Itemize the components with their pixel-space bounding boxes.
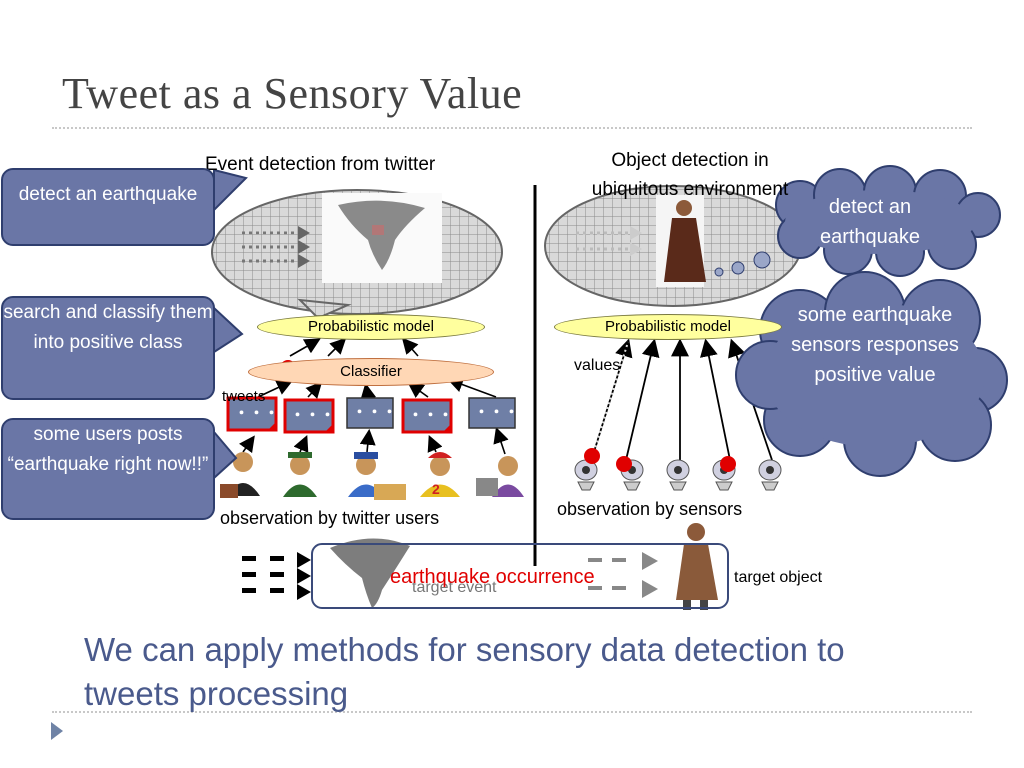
left-probabilistic-model: Probabilistic model xyxy=(257,314,485,340)
slide-title: Tweet as a Sensory Value xyxy=(62,69,523,118)
left-observation-label: observation by twitter users xyxy=(220,508,440,528)
right-observation-label: observation by sensors xyxy=(557,499,743,519)
person-businessman-icon xyxy=(220,452,260,498)
right-probabilistic-model: Probabilistic model xyxy=(554,314,782,340)
cloud-sensors-text: some earthquake sensors responses positi… xyxy=(791,304,959,386)
slide-nav-bullet-icon xyxy=(51,722,63,740)
positive-dot xyxy=(616,456,632,472)
tweet-box xyxy=(283,398,335,434)
tornado-icon xyxy=(330,538,410,608)
earthquake-occurrence-label: earthquake occurrence xyxy=(390,566,595,588)
tweets-label: tweets xyxy=(222,388,266,405)
twitter-users: 2 xyxy=(220,452,524,500)
right-panel-heading: Object detection in ubiquitous environme… xyxy=(560,146,820,204)
person-operator-icon xyxy=(476,456,524,497)
person-courier-icon xyxy=(348,452,406,500)
event-arrows-left xyxy=(242,552,311,600)
right-heading-line1: Object detection in xyxy=(611,150,769,171)
left-thought-bubble xyxy=(211,189,503,320)
sensor-icon xyxy=(666,459,690,491)
svg-text:2: 2 xyxy=(432,481,440,497)
target-person-icon xyxy=(676,523,718,610)
slide-summary-text: We can apply methods for sensory data de… xyxy=(84,631,845,712)
tweet-box xyxy=(468,397,516,429)
callout-detect-left: detect an earthquake xyxy=(1,168,215,246)
tweet-box xyxy=(226,396,278,432)
classifier: Classifier xyxy=(248,358,494,386)
right-sensors-cloud xyxy=(735,271,1008,477)
target-object-label: target object xyxy=(734,569,823,586)
tweet-box xyxy=(346,397,394,429)
callout-tail xyxy=(213,305,244,354)
right-thought-bubble xyxy=(544,185,802,307)
target-event-label: target event xyxy=(412,579,497,596)
positive-dot xyxy=(584,448,600,464)
positive-dot xyxy=(720,456,736,472)
right-heading-line2: ubiquitous environment xyxy=(591,179,789,200)
earthquake-occurrence-box xyxy=(311,543,729,609)
sensor-icon xyxy=(758,459,782,491)
title-divider xyxy=(52,127,972,129)
callout-tail xyxy=(213,168,248,213)
tweet-box xyxy=(401,398,453,434)
event-arrows-right xyxy=(588,552,658,598)
callout-users-post: some users posts “earthquake right now!!… xyxy=(1,418,215,520)
tweet-dots: ・・・ xyxy=(234,405,280,422)
sensor-icons xyxy=(574,459,782,491)
footer-divider xyxy=(52,711,972,713)
right-detect-cloud xyxy=(775,165,1001,277)
callout-search-classify: search and classify them into positive c… xyxy=(1,296,215,400)
tweet-dots: ・・・ xyxy=(290,407,336,424)
left-panel-heading: Event detection from twitter xyxy=(205,154,436,175)
cloud-detect-right: detect an earthquake xyxy=(819,196,921,248)
tweet-dots: ・・・ xyxy=(408,407,454,424)
person-officer-icon xyxy=(283,452,317,497)
sensor-icon xyxy=(574,459,598,491)
callout-tail xyxy=(213,429,238,481)
tweet-dots: ・・・ xyxy=(474,404,520,421)
tweet-boxes xyxy=(226,396,516,434)
person-worker-icon: 2 xyxy=(420,452,460,497)
tweet-dots: ・・・ xyxy=(352,404,398,421)
values-label: values xyxy=(574,357,621,374)
